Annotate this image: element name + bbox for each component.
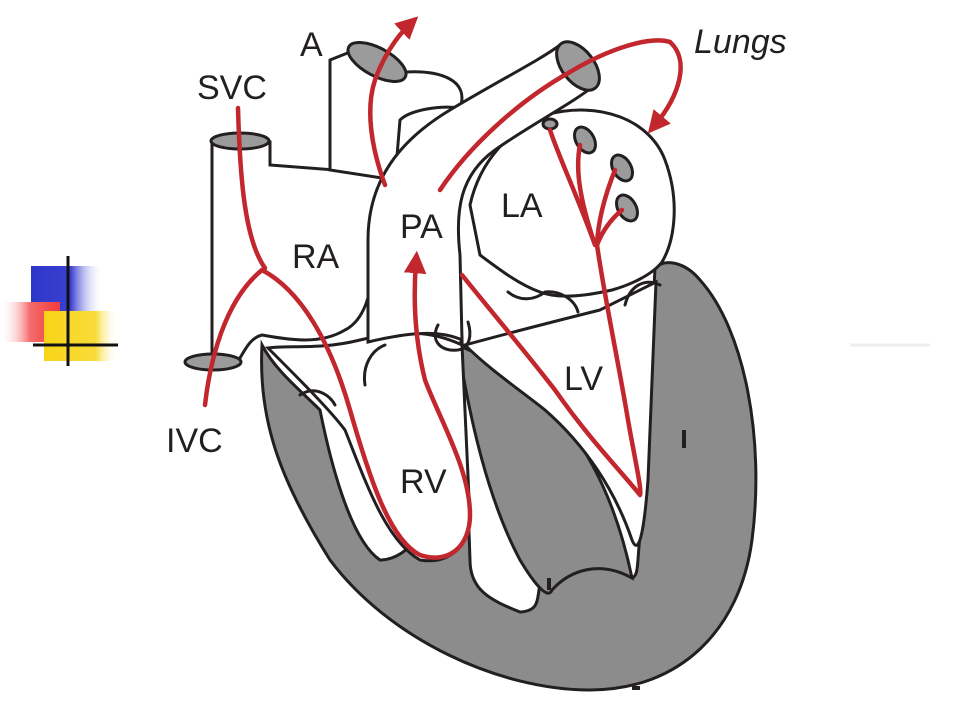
- label-pa: PA: [400, 208, 443, 246]
- flow-pulmonary-veins: [547, 127, 625, 248]
- slide-ornament: [0, 256, 930, 366]
- label-la: LA: [501, 187, 543, 225]
- pulmonary-valve-left: [362, 343, 387, 387]
- flow-left-ventricle: [459, 242, 643, 498]
- label-ivc: IVC: [166, 422, 223, 460]
- blood-flow: [202, 16, 683, 560]
- label-ra: RA: [292, 238, 340, 276]
- myocardium: [260, 261, 758, 692]
- label-rv: RV: [400, 463, 447, 501]
- label-lv: LV: [564, 360, 603, 398]
- flow-lungs-return: [647, 39, 683, 134]
- left-ventricle-chamber: [462, 279, 658, 547]
- flow-ivc: [202, 267, 265, 408]
- mitral-valve: [623, 280, 662, 307]
- label-lungs: Lungs: [694, 23, 787, 61]
- heart-wall-outer: [260, 261, 758, 692]
- pulmonary-valve-right: [433, 320, 472, 352]
- pulmonary-vein-top: [541, 117, 559, 131]
- ornament-yellow-square: [44, 311, 118, 361]
- flow-right-heart: [259, 250, 473, 560]
- flow-svc: [235, 105, 268, 271]
- flow-aorta-exit: [368, 16, 419, 188]
- heart-upper: [183, 40, 686, 690]
- aortic-valve: [506, 290, 580, 314]
- diagram-labels: A SVC Lungs RA PA LA LV IVC RV: [166, 23, 787, 501]
- label-svc: SVC: [197, 69, 267, 107]
- flow-pulmonary-to-lungs: [437, 38, 673, 193]
- tricuspid-valve: [298, 389, 337, 407]
- aorta-opening: [346, 41, 408, 83]
- label-aorta: A: [300, 26, 323, 64]
